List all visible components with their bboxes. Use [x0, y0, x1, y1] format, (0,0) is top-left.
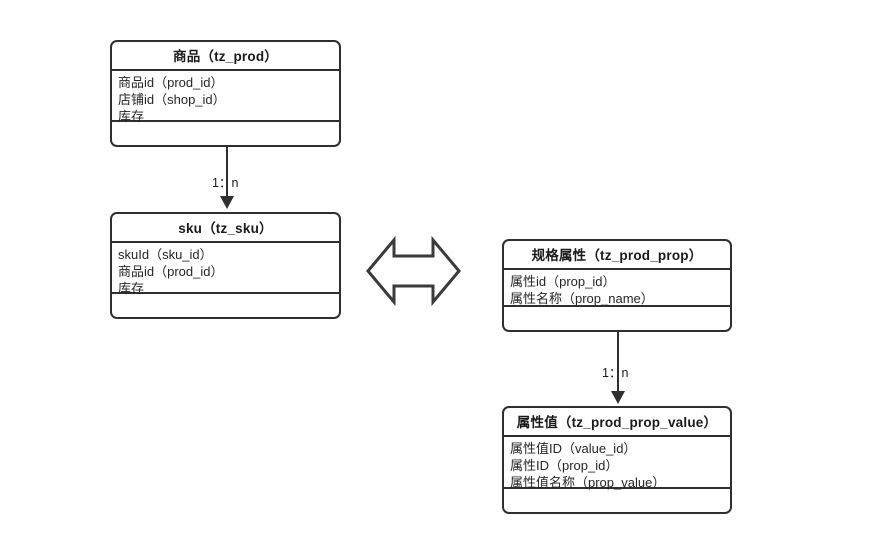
arrowhead-down-icon [220, 196, 234, 209]
cardinality-label: 1：n [212, 176, 239, 190]
entity-title-tz-prod-prop-value: 属性值（tz_prod_prop_value） [504, 408, 730, 437]
connector-line [617, 332, 619, 392]
cardinality-label: 1：n [602, 366, 629, 380]
entity-fields-tz-prod-prop: 属性id（prop_id） 属性名称（prop_name） [504, 270, 730, 307]
entity-box-tz-prod[interactable]: 商品（tz_prod） 商品id（prod_id） 店铺id（shop_id） … [110, 40, 341, 147]
field-row: 库存 [118, 281, 145, 296]
field-row: 属性名称（prop_name） [510, 291, 654, 306]
entity-title-tz-sku: sku（tz_sku） [112, 214, 339, 243]
bidirectional-arrow-icon [366, 235, 461, 307]
field-row: 商品id（prod_id） [118, 264, 224, 279]
field-row: 商品id（prod_id） [118, 75, 224, 90]
entity-fields-tz-prod: 商品id（prod_id） 店铺id（shop_id） 库存 [112, 71, 339, 124]
field-row: 店铺id（shop_id） [118, 92, 226, 107]
entity-box-tz-sku[interactable]: sku（tz_sku） skuId（sku_id） 商品id（prod_id） … [110, 212, 341, 319]
entity-fields-tz-sku: skuId（sku_id） 商品id（prod_id） 库存 [112, 243, 339, 296]
entity-fields-tz-prod-prop-value: 属性值ID（value_id） 属性ID（prop_id） 属性值名称（prop… [504, 437, 730, 490]
entity-box-tz-prod-prop[interactable]: 规格属性（tz_prod_prop） 属性id（prop_id） 属性名称（pr… [502, 239, 732, 332]
field-row: 库存 [118, 109, 145, 124]
field-row: 属性ID（prop_id） [510, 458, 619, 473]
arrowhead-down-icon [611, 391, 625, 404]
field-row: 属性值名称（prop_value） [510, 475, 666, 490]
connector-line [226, 147, 228, 197]
field-row: 属性值ID（value_id） [510, 441, 637, 456]
entity-box-tz-prod-prop-value[interactable]: 属性值（tz_prod_prop_value） 属性值ID（value_id） … [502, 406, 732, 514]
entity-title-tz-prod-prop: 规格属性（tz_prod_prop） [504, 241, 730, 270]
entity-title-tz-prod: 商品（tz_prod） [112, 42, 339, 71]
field-row: skuId（sku_id） [118, 247, 213, 262]
field-row: 属性id（prop_id） [510, 274, 616, 289]
